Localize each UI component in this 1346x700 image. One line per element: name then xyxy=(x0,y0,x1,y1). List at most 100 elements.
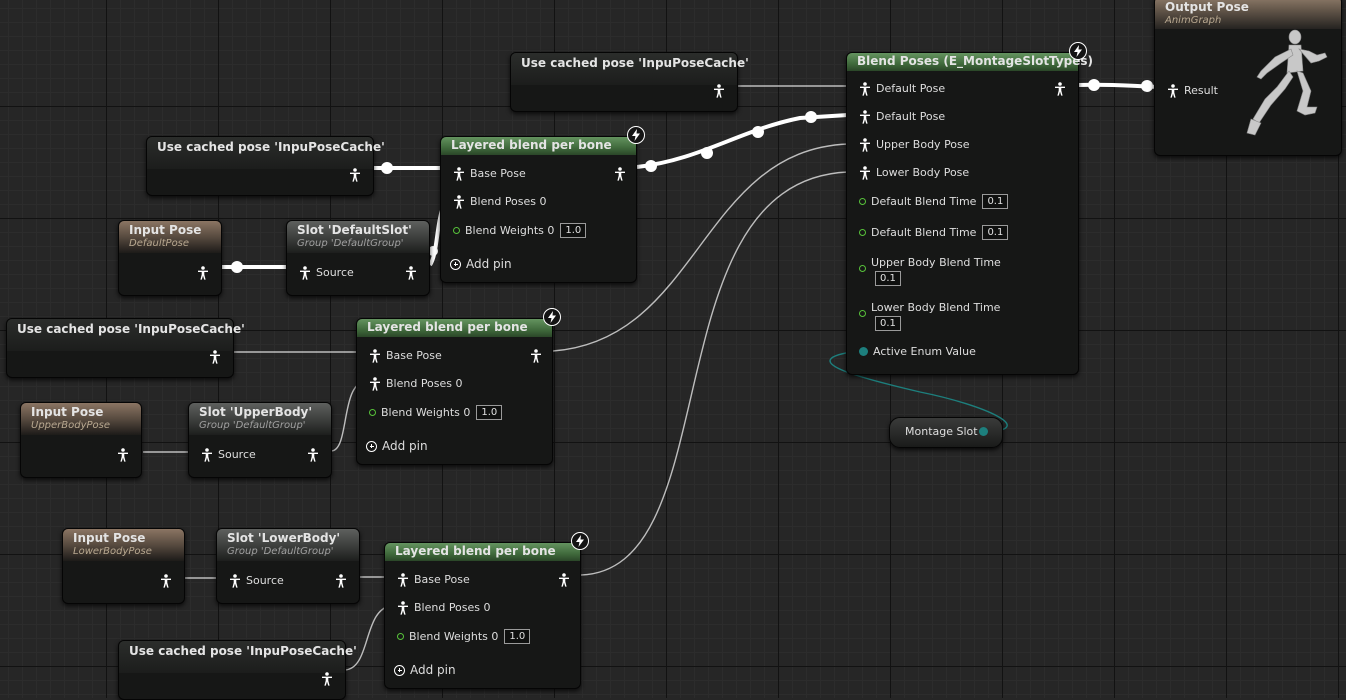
node-title: Slot 'DefaultSlot' xyxy=(297,223,412,237)
pose-figure-icon[interactable] xyxy=(209,349,221,364)
pose-figure-icon[interactable] xyxy=(229,573,241,588)
pose-figure-icon[interactable] xyxy=(197,265,209,280)
pose-figure-icon[interactable] xyxy=(307,447,319,462)
node-subtitle: AnimGraph xyxy=(1165,15,1222,26)
float-pin-circle-icon[interactable] xyxy=(859,198,866,205)
lightning-bolt-icon xyxy=(1069,42,1087,60)
pose-figure-icon[interactable] xyxy=(859,109,871,124)
pose-figure-icon[interactable] xyxy=(201,447,213,462)
pose-figure-icon[interactable] xyxy=(369,376,381,391)
blend-time-input[interactable]: 0.1 xyxy=(875,316,901,331)
float-pin-circle-icon[interactable] xyxy=(859,310,866,317)
node-title: Input Pose xyxy=(129,223,202,237)
lightning-bolt-icon xyxy=(571,532,589,550)
pin-label: Lower Body Pose xyxy=(876,165,970,179)
pose-figure-icon[interactable] xyxy=(117,447,129,462)
blend-time-input[interactable]: 0.1 xyxy=(982,225,1009,240)
add-pin-label: Add pin xyxy=(466,257,512,271)
node-title: Input Pose xyxy=(31,405,104,419)
montage-slot-node[interactable]: Montage Slot xyxy=(889,417,1003,448)
node-title: Layered blend per bone xyxy=(451,138,612,152)
node-title: Output Pose xyxy=(1165,0,1249,14)
node-subtitle: Group 'DefaultGroup' xyxy=(199,420,306,431)
float-pin-circle-icon[interactable] xyxy=(859,229,866,236)
add-pin-button[interactable]: Add pin xyxy=(450,257,512,271)
pose-figure-icon[interactable] xyxy=(530,348,542,363)
pose-figure-icon[interactable] xyxy=(453,194,465,209)
slot-node-lower[interactable]: Slot 'LowerBody' Group 'DefaultGroup' So… xyxy=(216,528,360,604)
pose-figure-icon[interactable] xyxy=(321,671,333,686)
float-pin-circle-icon[interactable] xyxy=(369,409,376,416)
pose-figure-icon[interactable] xyxy=(335,573,347,588)
float-pin-circle-icon[interactable] xyxy=(453,227,460,234)
pose-figure-icon[interactable] xyxy=(369,348,381,363)
float-pin-circle-icon[interactable] xyxy=(397,633,404,640)
blend-weight-input[interactable]: 1.0 xyxy=(560,223,587,238)
input-pose-node-upper[interactable]: Input Pose UpperBodyPose xyxy=(20,402,142,478)
pose-figure-icon[interactable] xyxy=(349,167,361,182)
cached-pose-node-4[interactable]: Use cached pose 'InpuPoseCache' xyxy=(118,640,357,700)
pose-figure-icon[interactable] xyxy=(614,166,626,181)
pose-figure-icon[interactable] xyxy=(453,166,465,181)
pin-label: Base Pose xyxy=(386,348,442,362)
float-pin-circle-icon[interactable] xyxy=(859,265,866,272)
slot-node-default[interactable]: Slot 'DefaultSlot' Group 'DefaultGroup' … xyxy=(286,220,430,296)
montage-slot-label: Montage Slot xyxy=(905,425,978,438)
node-title: Layered blend per bone xyxy=(395,544,556,558)
pose-figure-icon[interactable] xyxy=(1054,81,1066,96)
node-title: Input Pose xyxy=(73,531,146,545)
node-title: Use cached pose 'InpuPoseCache' xyxy=(129,644,357,658)
enum-pin-dot-icon[interactable] xyxy=(859,347,868,356)
layered-blend-node-3[interactable]: Layered blend per bone Base Pose Blend P… xyxy=(384,542,581,689)
pin-label: Blend Poses 0 xyxy=(414,600,491,614)
plus-circle-icon xyxy=(394,664,405,676)
pin-label: Base Pose xyxy=(414,572,470,586)
input-pose-node-default[interactable]: Input Pose DefaultPose xyxy=(118,220,222,296)
pose-figure-icon[interactable] xyxy=(1167,83,1179,98)
enum-pin-dot-icon[interactable] xyxy=(979,427,988,436)
cached-pose-node-1[interactable]: Use cached pose 'InpuPoseCache' xyxy=(510,52,749,112)
pose-figure-icon[interactable] xyxy=(859,81,871,96)
blend-time-input[interactable]: 0.1 xyxy=(875,271,901,286)
pose-figure-icon[interactable] xyxy=(405,265,417,280)
layered-blend-node-1[interactable]: Layered blend per bone Base Pose Blend P… xyxy=(440,136,637,283)
plus-circle-icon xyxy=(366,440,377,452)
node-title: Use cached pose 'InpuPoseCache' xyxy=(157,140,385,154)
pin-label: Blend Weights 0 xyxy=(381,406,471,419)
add-pin-button[interactable]: Add pin xyxy=(366,439,428,453)
pose-figure-icon[interactable] xyxy=(558,572,570,587)
pin-label: Upper Body Blend Time xyxy=(871,256,1001,269)
node-title: Blend Poses (E_MontageSlotTypes) xyxy=(857,54,1093,68)
pin-label: Default Pose xyxy=(876,81,946,95)
blend-weight-input[interactable]: 1.0 xyxy=(504,629,531,644)
blend-poses-enum-node[interactable]: Blend Poses (E_MontageSlotTypes) Default… xyxy=(846,52,1093,375)
pin-label: Blend Weights 0 xyxy=(409,630,499,643)
add-pin-button[interactable]: Add pin xyxy=(394,663,456,677)
node-title: Slot 'LowerBody' xyxy=(227,531,341,545)
add-pin-label: Add pin xyxy=(410,663,456,677)
node-subtitle: UpperBodyPose xyxy=(31,420,111,431)
pin-label: Upper Body Pose xyxy=(876,137,970,151)
cached-pose-node-2[interactable]: Use cached pose 'InpuPoseCache' xyxy=(146,136,385,196)
pin-label: Source xyxy=(218,447,256,461)
pose-figure-icon[interactable] xyxy=(859,165,871,180)
pose-figure-icon[interactable] xyxy=(397,572,409,587)
blend-time-input[interactable]: 0.1 xyxy=(982,194,1009,209)
node-subtitle: Group 'DefaultGroup' xyxy=(297,238,404,249)
node-title: Layered blend per bone xyxy=(367,320,528,334)
layered-blend-node-2[interactable]: Layered blend per bone Base Pose Blend P… xyxy=(356,318,553,465)
add-pin-label: Add pin xyxy=(382,439,428,453)
node-subtitle: LowerBodyPose xyxy=(73,546,152,557)
pose-figure-icon[interactable] xyxy=(397,600,409,615)
pose-figure-icon[interactable] xyxy=(859,137,871,152)
blend-weight-input[interactable]: 1.0 xyxy=(476,405,503,420)
output-pose-node[interactable]: Output Pose AnimGraph Result xyxy=(1154,0,1342,156)
input-pose-node-lower[interactable]: Input Pose LowerBodyPose xyxy=(62,528,185,604)
pose-figure-icon[interactable] xyxy=(713,83,725,98)
slot-node-upper[interactable]: Slot 'UpperBody' Group 'DefaultGroup' So… xyxy=(188,402,332,478)
node-title: Slot 'UpperBody' xyxy=(199,405,313,419)
cached-pose-node-3[interactable]: Use cached pose 'InpuPoseCache' xyxy=(6,318,245,378)
pose-figure-icon[interactable] xyxy=(160,573,172,588)
plus-circle-icon xyxy=(450,258,461,270)
pose-figure-icon[interactable] xyxy=(299,265,311,280)
